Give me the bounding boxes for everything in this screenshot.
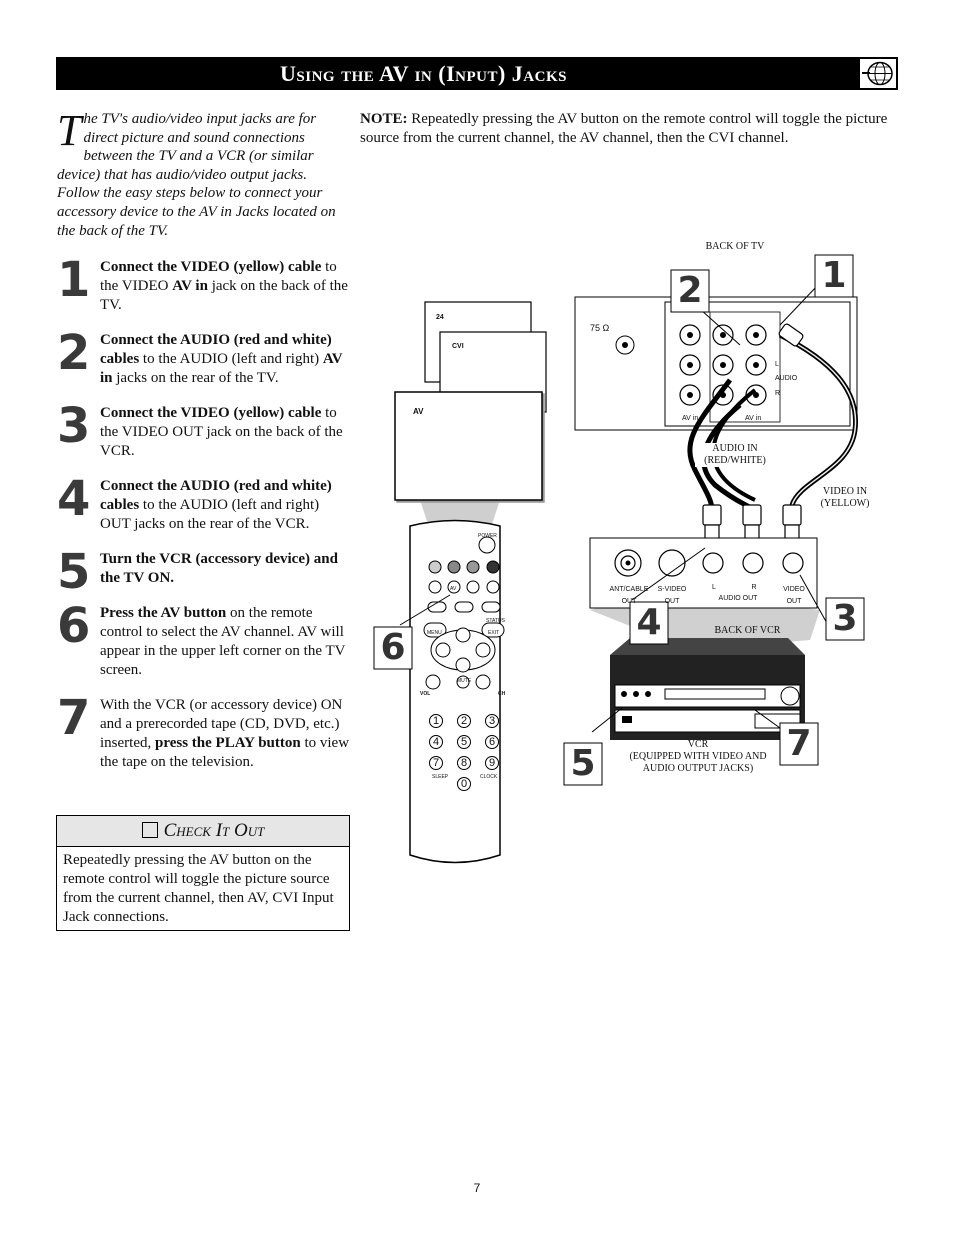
note-label: NOTE: — [360, 111, 408, 127]
step-text: With the VCR (or accessory device) ON an… — [100, 697, 350, 770]
checkbox-icon — [141, 821, 158, 838]
back-of-tv-label: BACK OF TV — [705, 241, 765, 252]
step-number: 1 — [57, 252, 91, 308]
vcr-svideo-label: S-VIDEO OUT — [657, 586, 687, 605]
remote-digit-2: 2 — [457, 714, 471, 728]
step-text: Connect the VIDEO (yellow) cable to the … — [100, 405, 343, 459]
step-text: Connect the AUDIO (red and white) cables… — [100, 332, 343, 386]
remote-clock-label: CLOCK — [480, 774, 498, 780]
step-text: Press the AV button on the remote contro… — [100, 605, 346, 678]
tv-jack-l-label: L — [775, 361, 779, 368]
remote-digit-1: 1 — [429, 714, 443, 728]
step-number: 4 — [57, 471, 91, 527]
note-text: Repeatedly pressing the AV button on the… — [360, 111, 888, 146]
remote-menu-label: MENU — [427, 630, 442, 636]
remote-status-label: STATUS — [486, 618, 505, 624]
step-number: 3 — [57, 398, 91, 454]
callout-3: 3 — [832, 598, 858, 639]
screen-label-cvi: CVI — [452, 343, 464, 350]
remote-av-label: AV — [450, 586, 457, 592]
remote-mute-label: MUTE — [457, 678, 472, 684]
vcr-caption: VCR (EQUIPPED WITH VIDEO AND AUDIO OUTPU… — [629, 739, 767, 774]
step-number: 7 — [57, 690, 91, 746]
vcr-video-out-label: VIDEO OUT — [783, 586, 805, 605]
remote-digit-5: 5 — [457, 735, 471, 749]
remote-digit-0: 0 — [457, 777, 471, 791]
connection-diagram: 1 2 3 4 5 6 7 24 CVI AV BACK OF TV 75 Ω … — [360, 230, 900, 870]
remote-digit-9: 9 — [485, 756, 499, 770]
vcr-ant-label: ANT/CABLE OUT — [609, 586, 649, 605]
video-in-label: VIDEO IN (YELLOW) — [820, 486, 870, 509]
remote-digit-4: 4 — [429, 735, 443, 749]
ohm-label: 75 Ω — [590, 323, 610, 333]
step-text: Turn the VCR (accessory device) and the … — [100, 551, 338, 586]
vcr-l-label: L — [712, 584, 716, 591]
step-number: 6 — [57, 598, 91, 654]
remote-sleep-label: SLEEP — [432, 774, 449, 780]
remote-digit-3: 3 — [485, 714, 499, 728]
callout-5: 5 — [570, 743, 596, 784]
callout-7: 7 — [786, 723, 812, 764]
globe-icon — [860, 59, 896, 88]
note-paragraph: NOTE: Repeatedly pressing the AV button … — [360, 110, 890, 148]
audio-in-label: AUDIO IN (RED/WHITE) — [695, 443, 775, 467]
tv-av-in-label-left: AV in — [682, 415, 699, 422]
remote-digit-6: 6 — [485, 735, 499, 749]
screen-label-24: 24 — [436, 314, 444, 321]
section-title: Using the AV in (Input) Jacks — [280, 61, 567, 86]
remote-power-label: POWER — [478, 533, 497, 539]
callout-1: 1 — [821, 255, 847, 296]
step-text: Connect the VIDEO (yellow) cable to the … — [100, 259, 348, 313]
drop-cap: T — [57, 106, 82, 155]
diagram-illustration — [373, 254, 865, 864]
vcr-audio-out-label: AUDIO OUT — [718, 595, 758, 602]
check-it-out-header: Check It Out — [57, 816, 349, 847]
remote-ch-label: CH — [498, 691, 506, 697]
remote-vol-label: VOL — [420, 691, 431, 697]
callout-6: 6 — [380, 627, 406, 668]
section-header: Using the AV in (Input) Jacks — [56, 57, 898, 90]
tv-jack-audio-label: AUDIO — [775, 375, 798, 382]
back-of-vcr-label: BACK OF VCR — [714, 625, 781, 636]
step-text: Connect the AUDIO (red and white) cables… — [100, 478, 332, 532]
screen-label-av: AV — [413, 407, 424, 416]
remote-exit-label: EXIT — [488, 630, 500, 636]
check-it-out-box: Check It Out Repeatedly pressing the AV … — [56, 815, 350, 931]
check-it-out-text: Repeatedly pressing the AV button on the… — [63, 852, 334, 925]
callout-2: 2 — [677, 270, 703, 311]
remote-digit-8: 8 — [457, 756, 471, 770]
page-number: 7 — [473, 1181, 481, 1195]
remote-digit-7: 7 — [429, 756, 443, 770]
intro-text: he TV's audio/video input jacks are for … — [57, 111, 336, 239]
tv-jack-r-label: R — [775, 390, 781, 397]
check-it-out-title: Check It Out — [163, 820, 265, 841]
step-number: 2 — [57, 325, 91, 381]
callout-4: 4 — [636, 602, 662, 643]
tv-av-in-label-right: AV in — [745, 415, 762, 422]
vcr-r-label: R — [751, 584, 757, 591]
step-number: 5 — [57, 544, 91, 600]
